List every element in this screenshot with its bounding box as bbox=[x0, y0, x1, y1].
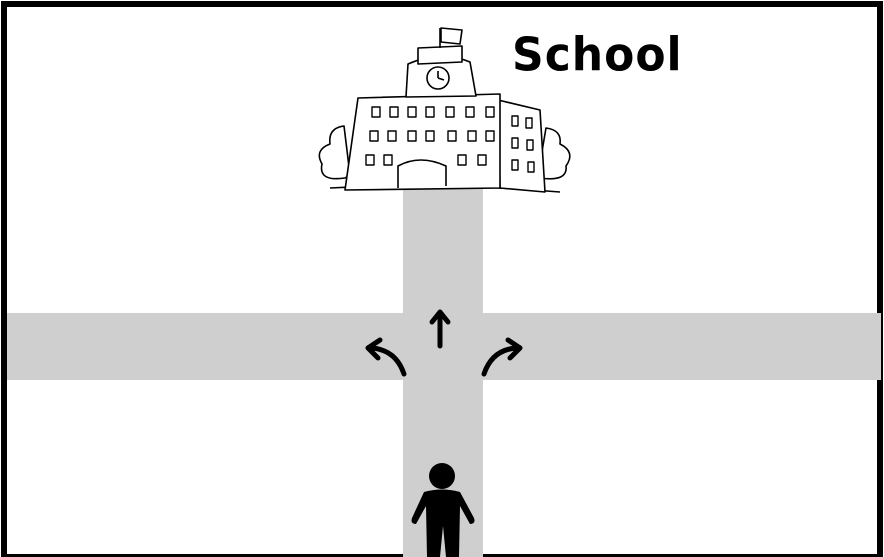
horizontal-road bbox=[7, 313, 881, 380]
school-label: School bbox=[512, 29, 683, 83]
